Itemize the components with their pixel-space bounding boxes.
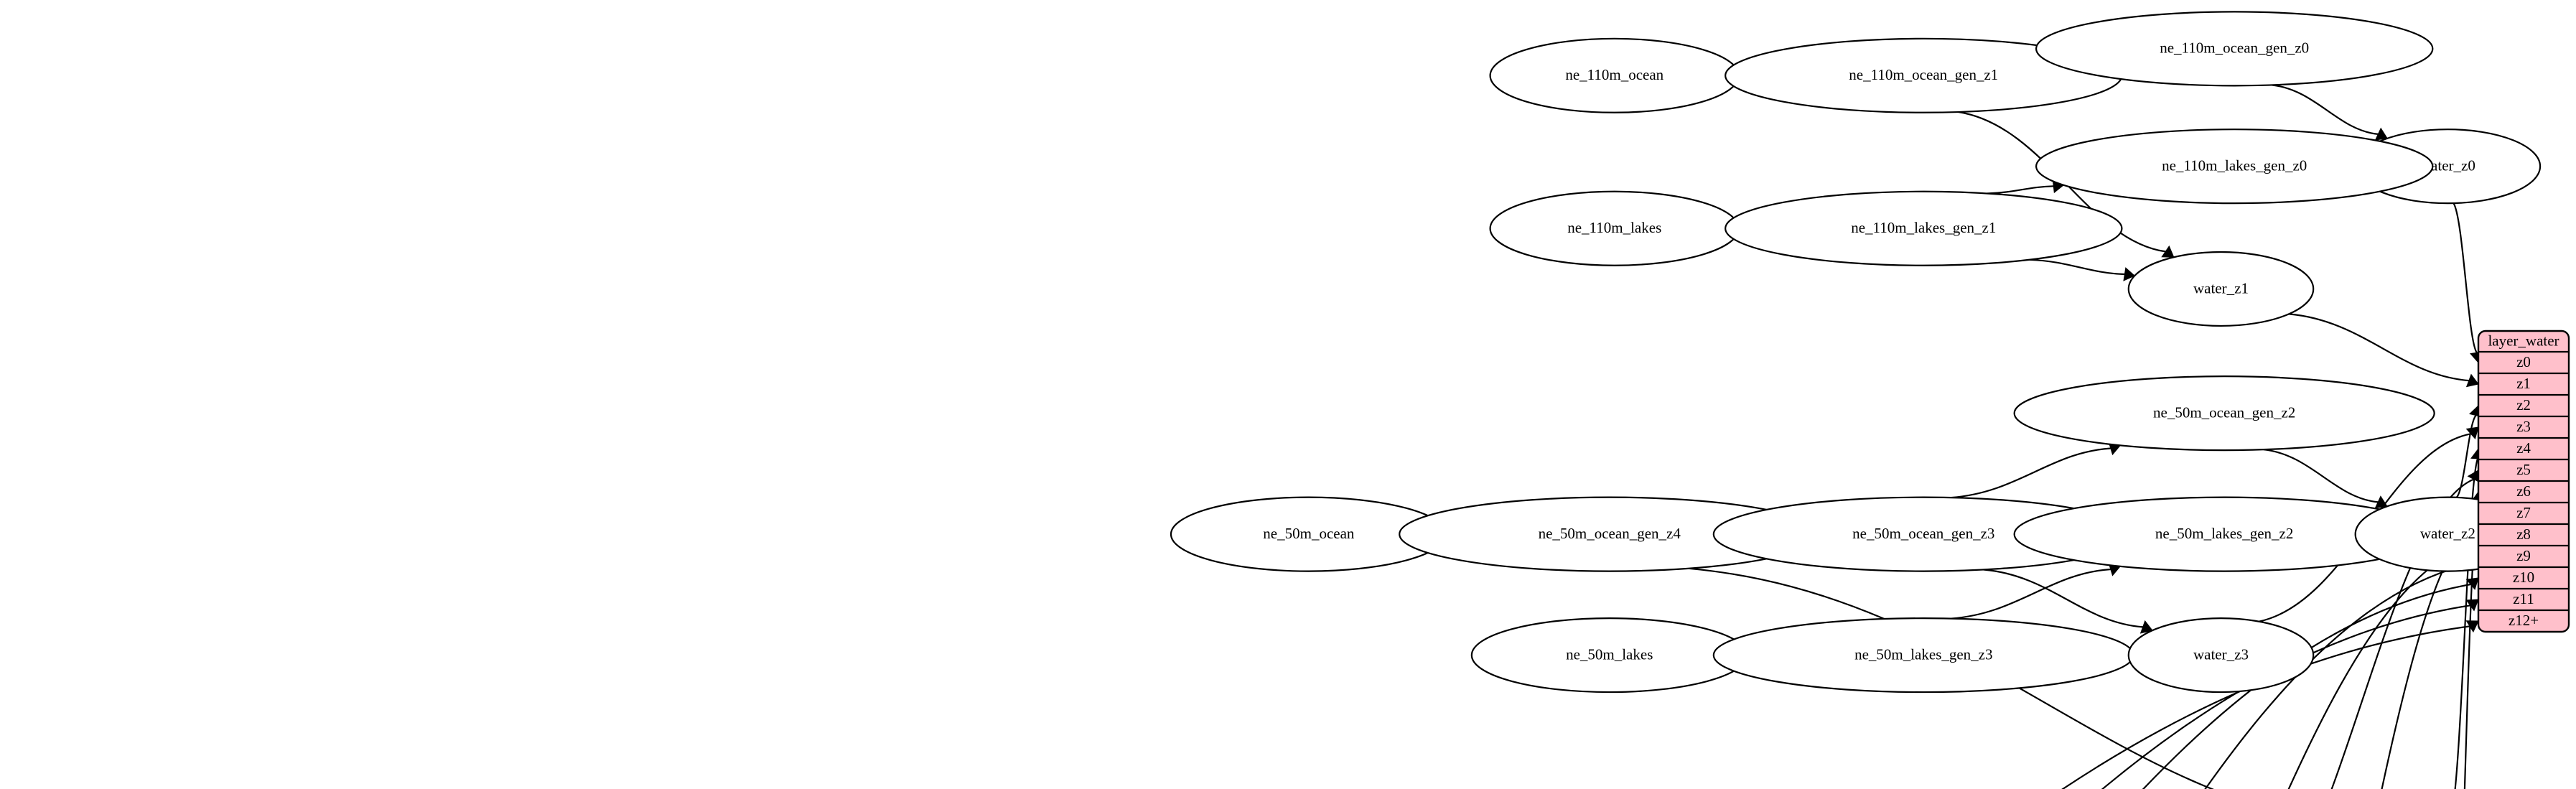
edge-line [1951, 568, 2111, 620]
node-label: ne_50m_ocean_gen_z2 [2153, 403, 2295, 421]
edge-line [2263, 449, 2379, 503]
edge-line [2287, 542, 2473, 789]
record-row-z8[interactable]: z8 [2516, 526, 2531, 543]
node-label: ne_110m_ocean [1565, 66, 1663, 83]
record-row-z11[interactable]: z11 [2513, 590, 2534, 607]
record-node-layer-water[interactable]: layer_water z0 z1 z2 z3 z4 z5 z6 z7 z8 z9 z10 z11 z12… [2477, 330, 2570, 633]
edge-ne_110m_lakes_gen_z1-to-ne_110m_lakes_gen_z0 [1987, 179, 2065, 195]
edge-line [1688, 567, 2215, 789]
node-ne_50m_lakes[interactable]: ne_50m_lakes [1470, 617, 1748, 694]
edge-line [2381, 522, 2476, 789]
edge-ne_110m_lakes_gen_z1-to-water_z1 [2029, 258, 2136, 281]
edge-line [2272, 84, 2379, 135]
record-table-layer: layer_water z0 z1 z2 z3 z4 z5 z6 z7 z8 z9 z10 z11 z12… [2477, 330, 2570, 633]
record-row-z9[interactable]: z9 [2516, 547, 2531, 564]
edge-line [2454, 458, 2479, 789]
edge-ne_50m_ocean_gen_z3-to-ne_50m_ocean_gen_z2 [1951, 442, 2122, 499]
node-shape [2013, 375, 2435, 452]
node-water_z1[interactable]: water_z1 [2127, 251, 2315, 327]
edge-arrowhead [2123, 267, 2136, 281]
node-label: ne_50m_lakes_gen_z2 [2155, 525, 2293, 542]
node-ne_110m_lakes[interactable]: ne_110m_lakes [1489, 190, 1740, 266]
edge-arrowhead [2465, 373, 2479, 388]
node-label: ne_110m_lakes [1567, 219, 1661, 236]
edge-line [2455, 414, 2477, 498]
node-label: ne_50m_ocean_gen_z4 [1539, 525, 1681, 542]
record-row-z10[interactable]: z10 [2513, 569, 2534, 586]
record-header-label: layer_water [2488, 332, 2559, 349]
node-shape [2127, 251, 2315, 327]
edge-line [1983, 569, 2143, 628]
node-ne_50m_ocean_gen_z4[interactable]: ne_50m_ocean_gen_z4 [1399, 496, 1821, 572]
node-ne_110m_lakes_gen_z0[interactable]: ne_110m_lakes_gen_z0 [2035, 129, 2434, 205]
record-row-z0[interactable]: z0 [2516, 353, 2531, 370]
edge-ne_50m_lakes_gen_z3-to-ne_50m_lakes_gen_z2 [1951, 562, 2122, 620]
node-ne_50m_ocean[interactable]: ne_50m_ocean [1170, 496, 1447, 572]
node-label: ne_50m_ocean_gen_z3 [1852, 525, 1994, 542]
node-ne_50m_ocean_gen_z3[interactable]: ne_50m_ocean_gen_z3 [1712, 496, 2134, 572]
node-ne_110m_ocean_gen_z0[interactable]: ne_110m_ocean_gen_z0 [2035, 11, 2434, 87]
edge-line [2204, 563, 2472, 789]
node-ne_110m_ocean_gen_z1[interactable]: ne_110m_ocean_gen_z1 [1725, 37, 2123, 113]
edge-line [2453, 202, 2478, 353]
edge-line [2288, 313, 2469, 382]
node-shape [2035, 129, 2434, 205]
node-water_z3[interactable]: water_z3 [2127, 617, 2315, 694]
record-row-z6[interactable]: z6 [2516, 482, 2531, 500]
node-ne_110m_lakes_gen_z1[interactable]: ne_110m_lakes_gen_z1 [1725, 190, 2123, 266]
node-label: ne_110m_ocean_gen_z1 [1849, 66, 1998, 83]
edge-line [1951, 447, 2111, 499]
node-ne_110m_ocean[interactable]: ne_110m_ocean [1489, 37, 1740, 113]
node-label: ne_110m_ocean_gen_z0 [2160, 39, 2309, 57]
edge-line [1987, 185, 2054, 195]
edge-ne_110m_ocean_gen_z0-to-water_z0 [2272, 84, 2388, 141]
node-shape [2035, 11, 2434, 87]
edge-arrowhead [2465, 426, 2479, 440]
edge-arrowhead [2161, 245, 2175, 258]
edge-arrowhead [2374, 127, 2388, 141]
edge-water_z1-to-layer_water_z1 [2288, 313, 2479, 388]
node-label: ne_110m_lakes_gen_z1 [1851, 219, 1996, 236]
record-row-z2[interactable]: z2 [2516, 396, 2531, 414]
node-ne_50m_lakes_gen_z3[interactable]: ne_50m_lakes_gen_z3 [1712, 617, 2134, 694]
edge-line [2101, 604, 2470, 789]
record-row-z12plus[interactable]: z12+ [2509, 612, 2539, 629]
node-shape [2127, 617, 2315, 694]
record-row-z4[interactable]: z4 [2516, 439, 2531, 457]
record-row-z3[interactable]: z3 [2516, 418, 2531, 435]
edge-line [2029, 258, 2125, 276]
edge-line [2061, 625, 2470, 789]
node-label: water_z1 [2193, 279, 2249, 297]
node-label: ne_50m_lakes_gen_z3 [1854, 645, 1992, 663]
record-row-z1[interactable]: z1 [2516, 375, 2531, 392]
edge-arrowhead [2139, 620, 2153, 634]
node-label: water_z2 [2420, 525, 2475, 542]
node-label: ne_50m_lakes [1566, 645, 1653, 663]
node-label: water_z3 [2193, 645, 2249, 663]
node-shape [1725, 190, 2123, 266]
edge-ne_50m_ocean_gen_z4-to-water_z4 [1688, 567, 2215, 789]
node-label: ne_50m_ocean [1263, 525, 1355, 542]
record-row-z5[interactable]: z5 [2516, 461, 2531, 478]
node-ne_50m_ocean_gen_z2[interactable]: ne_50m_ocean_gen_z2 [2013, 375, 2435, 452]
record-row-z7[interactable]: z7 [2516, 504, 2531, 521]
edge-ne_50m_ocean_gen_z3-to-water_z3 [1983, 569, 2153, 634]
node-label: ne_110m_lakes_gen_z0 [2162, 157, 2307, 174]
nodes-layer: imposm3osm_water_polygonosm_ocean_polygo… [1170, 11, 2542, 694]
